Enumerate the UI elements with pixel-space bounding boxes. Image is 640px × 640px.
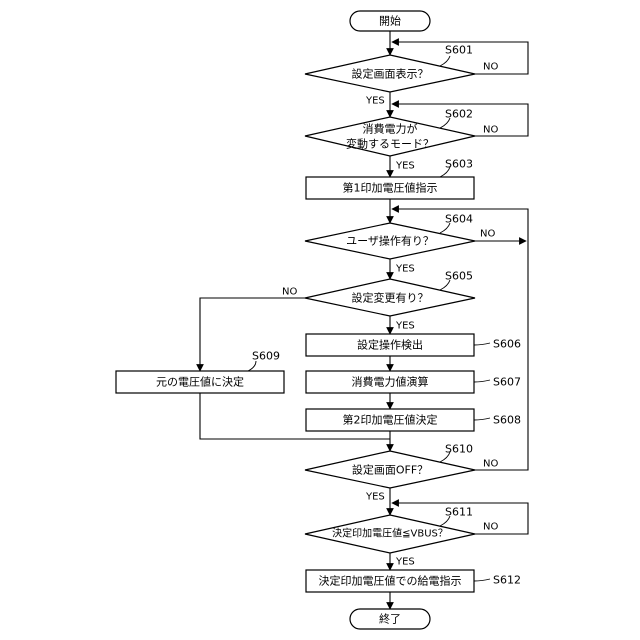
step-id-s603: S603 (445, 158, 473, 171)
decision-s604: ユーザ操作有り？ S604 NO YES (305, 213, 495, 275)
step-leader (474, 418, 490, 420)
step-id-s606: S606 (493, 338, 521, 351)
step-leader (440, 56, 450, 66)
step-leader (248, 361, 256, 371)
decision-s605: 設定変更有り？ S605 NO YES (282, 270, 475, 332)
no-label: NO (483, 125, 498, 136)
step-id-s608: S608 (493, 414, 521, 427)
step-id-s609: S609 (252, 350, 280, 363)
process-s607: 消費電力値演算 S607 (306, 371, 521, 393)
step-leader (474, 380, 490, 382)
no-label: NO (483, 459, 498, 470)
step-id-s604: S604 (445, 213, 473, 226)
process-s612-text: 決定印加電圧値での給電指示 (319, 574, 462, 588)
no-label: NO (282, 287, 297, 298)
step-id-s602: S602 (445, 108, 473, 121)
process-s608-text: 第2印加電圧値決定 (343, 413, 438, 427)
step-id-s611: S611 (445, 506, 473, 519)
end-terminal: 終了 (350, 609, 430, 629)
decision-s611: 決定印加電圧値≦VBUS？ S611 NO YES (305, 506, 498, 568)
yes-label: YES (395, 264, 415, 275)
step-id-s601: S601 (445, 44, 473, 57)
step-id-s607: S607 (493, 376, 521, 389)
decision-s605-text: 設定変更有り？ (352, 291, 429, 305)
process-s606: 設定操作検出 S606 (306, 334, 521, 356)
decision-s602-text-line2: 変動するモード？ (346, 137, 434, 151)
no-label: NO (483, 62, 498, 73)
step-id-s605: S605 (445, 270, 473, 283)
no-label: NO (483, 522, 498, 533)
process-s609-text: 元の電圧値に決定 (156, 375, 244, 389)
step-leader (474, 343, 490, 345)
decision-s601: 設定画面表示？ S601 NO YES (305, 44, 498, 107)
yes-label: YES (365, 492, 385, 503)
decision-s610-text: 設定画面OFF？ (352, 463, 428, 477)
step-id-s610: S610 (445, 443, 473, 456)
decision-s601-text: 設定画面表示？ (352, 67, 429, 81)
yes-label: YES (395, 321, 415, 332)
process-s612: 決定印加電圧値での給電指示 S612 (306, 570, 521, 592)
start-terminal: 開始 (350, 11, 430, 31)
start-label: 開始 (379, 14, 401, 28)
decision-s604-text: ユーザ操作有り？ (346, 234, 434, 248)
process-s606-text: 設定操作検出 (357, 338, 423, 352)
yes-label: YES (395, 161, 415, 172)
end-label: 終了 (379, 612, 401, 626)
process-s608: 第2印加電圧値決定 S608 (306, 409, 521, 431)
decision-s611-text: 決定印加電圧値≦VBUS？ (332, 527, 448, 540)
process-s603-text: 第1印加電圧値指示 (343, 181, 438, 195)
step-leader (474, 579, 490, 581)
yes-label: YES (365, 96, 385, 107)
decision-s602-text-line1: 消費電力が (363, 122, 418, 136)
no-label: NO (480, 229, 495, 240)
decision-s610: 設定画面OFF？ S610 NO YES (305, 443, 498, 503)
yes-label: YES (395, 557, 415, 568)
step-id-s612: S612 (493, 574, 521, 587)
process-s607-text: 消費電力値演算 (352, 375, 429, 389)
